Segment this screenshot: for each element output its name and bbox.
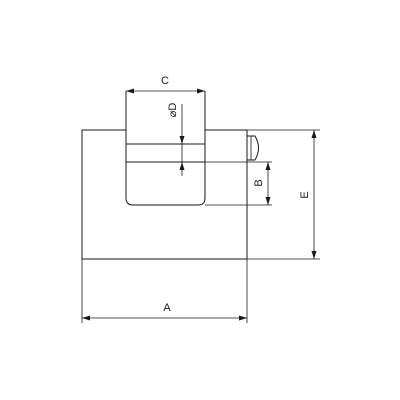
dimension-a-arrow-left — [82, 315, 90, 321]
dimension-a-label: A — [163, 302, 171, 314]
dimension-c-arrow-right — [197, 88, 205, 94]
shackle-block — [125, 91, 206, 206]
dimension-d-label: ⌀D — [167, 103, 179, 118]
dimension-a-arrow-right — [239, 315, 247, 321]
dimension-c: C — [126, 75, 205, 94]
dimension-e-label: E — [299, 191, 311, 198]
dimension-e: E — [247, 129, 320, 260]
dimension-b-arrow-top — [265, 162, 271, 170]
side-knob — [247, 135, 259, 161]
dimension-d-arrow-bottom — [179, 162, 185, 170]
dimension-c-label: C — [161, 75, 169, 87]
dimension-d: ⌀D — [167, 103, 185, 176]
lock-body-outline — [81, 129, 248, 260]
dimension-b: B — [247, 161, 272, 206]
dimension-e-arrow-top — [311, 130, 317, 138]
dimension-e-arrow-bottom — [311, 251, 317, 259]
dimension-d-arrow-top — [179, 136, 185, 144]
dimension-c-arrow-left — [126, 88, 134, 94]
dimension-b-label: B — [253, 179, 265, 186]
dimension-b-arrow-bottom — [265, 197, 271, 205]
dimension-a: A — [81, 259, 248, 323]
shackle-bottom-edge — [125, 197, 206, 206]
lock-body — [81, 129, 248, 260]
